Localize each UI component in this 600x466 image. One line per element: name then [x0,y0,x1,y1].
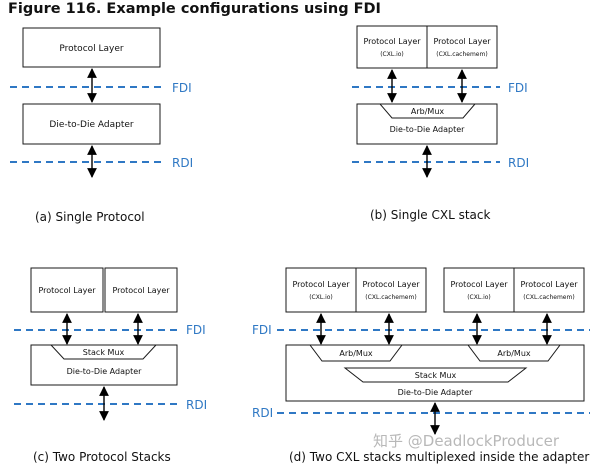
rdi-label: RDI [508,156,529,170]
caption-a: (a) Single Protocol [35,210,145,224]
protocol-layer-label: Protocol Layer [520,280,578,289]
config-a-single-protocol: Protocol Layer FDI Die-to-Die Adapter RD… [10,27,193,224]
fdi-label: FDI [186,323,206,337]
config-b-single-cxl-stack: Protocol Layer (CXL.io) Protocol Layer (… [352,25,529,222]
arb-mux-label: Arb/Mux [339,349,373,358]
cxl-cachemem-label: (CXL.cachemem) [436,51,487,58]
stack-mux-block [49,344,158,360]
fdi-label: FDI [252,323,272,337]
protocol-layer-box [104,267,178,313]
protocol-layer-label: Protocol Layer [112,286,170,295]
arb-mux-label: Arb/Mux [497,349,531,358]
die-to-die-adapter-label: Die-to-Die Adapter [398,388,474,397]
protocol-layer-label: Protocol Layer [292,280,350,289]
protocol-layer-cxl-cachemem-box [426,25,498,69]
figure-title: Figure 116. Example configurations using… [8,1,381,17]
stack-mux-label: Stack Mux [415,371,457,380]
protocol-layer-label: Protocol Layer [363,37,421,46]
arb-mux-block [467,344,561,362]
cxl-io-label: (CXL.io) [309,294,333,301]
caption-c: (c) Two Protocol Stacks [33,450,171,464]
protocol-layer-cxl-io-box [443,267,515,313]
die-to-die-adapter-label: Die-to-Die Adapter [67,367,143,376]
arb-mux-block [378,103,477,119]
die-to-die-adapter-label: Die-to-Die Adapter [390,125,466,134]
stack-mux-block [343,367,528,383]
caption-b: (b) Single CXL stack [370,208,491,222]
protocol-layer-box [30,267,104,313]
fdi-label: FDI [172,81,192,95]
protocol-layer-label: Protocol Layer [450,280,508,289]
rdi-label: RDI [186,398,207,412]
protocol-layer-label: Protocol Layer [59,44,124,54]
fdi-label: FDI [508,81,528,95]
protocol-layer-cxl-cachemem-box [355,267,427,313]
protocol-layer-label: Protocol Layer [433,37,491,46]
caption-d: (d) Two CXL stacks multiplexed inside th… [289,450,589,464]
arb-mux-label: Arb/Mux [411,107,445,116]
protocol-layer-cxl-cachemem-box [513,267,585,313]
die-to-die-adapter-label: Die-to-Die Adapter [49,120,133,130]
cxl-io-label: (CXL.io) [380,51,404,58]
protocol-layer-box [22,27,161,68]
cxl-cachemem-label: (CXL.cachemem) [365,294,416,301]
cxl-io-label: (CXL.io) [467,294,491,301]
protocol-layer-label: Protocol Layer [362,280,420,289]
rdi-label: RDI [252,406,273,420]
die-to-die-adapter-box [22,103,161,145]
protocol-layer-cxl-io-box [285,267,357,313]
config-c-two-protocol-stacks: Protocol Layer Protocol Layer FDI Stack … [14,267,207,464]
cxl-cachemem-label: (CXL.cachemem) [523,294,574,301]
config-d-two-cxl-stacks: Protocol Layer (CXL.io) Protocol Layer (… [252,267,590,464]
protocol-layer-label: Protocol Layer [38,286,96,295]
watermark: 知乎 @DeadlockProducer [373,432,560,450]
stack-mux-label: Stack Mux [83,348,125,357]
arb-mux-block [309,344,403,362]
protocol-layer-cxl-io-box [356,25,428,69]
rdi-label: RDI [172,156,193,170]
